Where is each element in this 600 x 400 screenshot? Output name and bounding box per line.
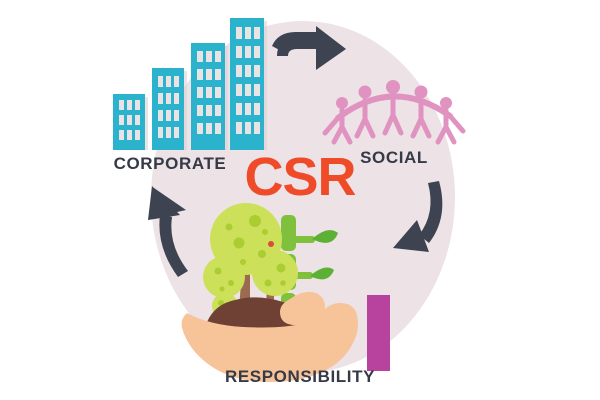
- bamboo-leaf-lower: [310, 267, 334, 280]
- hand-palm: [181, 303, 358, 382]
- tree-canopy-small: [203, 256, 245, 298]
- hand-thumb: [280, 291, 325, 326]
- building-1: [113, 94, 145, 150]
- people-holding-hands-icon: [322, 80, 466, 145]
- label-social: SOCIAL: [360, 148, 428, 167]
- person-5: [435, 97, 457, 145]
- building-3: [191, 43, 225, 150]
- arrow-top-icon: [272, 26, 346, 70]
- label-corporate: CORPORATE: [114, 154, 227, 173]
- label-responsibility: RESPONSIBILITY: [225, 367, 375, 386]
- building-4: [230, 18, 264, 150]
- building-2: [152, 68, 184, 150]
- buildings-bar-chart-icon: [113, 18, 267, 150]
- berry-dot: [268, 241, 274, 247]
- csr-center-label: CSR: [244, 147, 355, 207]
- person-3: [382, 80, 404, 136]
- person-1: [331, 97, 353, 145]
- person-2: [354, 85, 376, 139]
- person-4: [410, 85, 432, 139]
- arrow-left-icon: [148, 186, 188, 277]
- bamboo-leaf-upper: [312, 230, 338, 243]
- canopy-dots: [214, 215, 286, 314]
- arrow-right-icon: [393, 181, 443, 252]
- tree-canopy-medium: [252, 250, 298, 296]
- sleeve-cuff: [367, 295, 390, 371]
- hand-holding-plant-icon: [181, 203, 390, 382]
